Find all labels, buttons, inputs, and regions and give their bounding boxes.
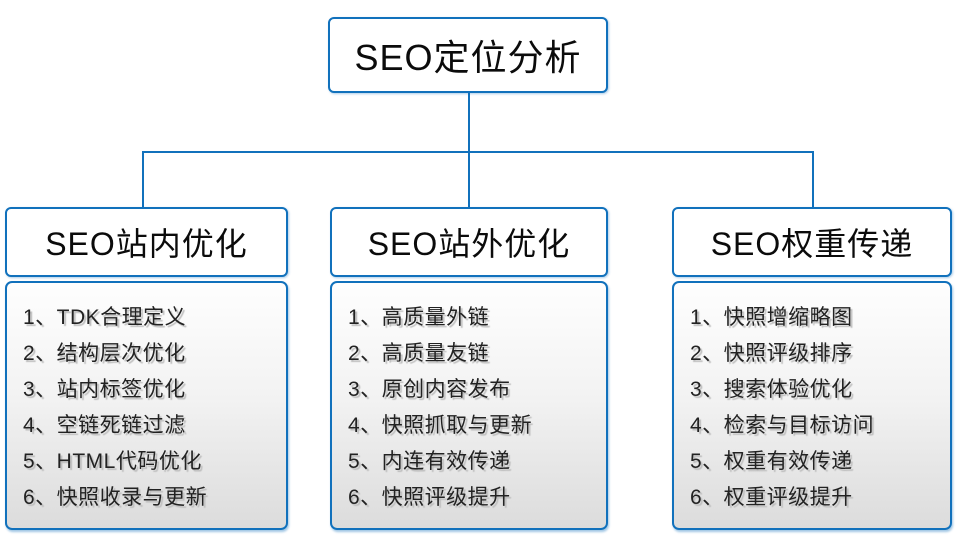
branch-item: 1、高质量外链: [348, 306, 490, 329]
branch-item: 5、内连有效传递: [348, 450, 511, 473]
branch-item: 1、快照增缩略图: [690, 306, 853, 329]
branch-item: 4、空链死链过滤: [23, 414, 186, 437]
branch-item: 3、搜索体验优化: [690, 378, 853, 401]
branch-header-label: SEO站外优化: [367, 226, 571, 262]
connector-drop-left: [142, 151, 144, 209]
branch-item: 2、快照评级排序: [690, 342, 853, 365]
branch-item-list: 1、TDK合理定义 2、结构层次优化 3、站内标签优化 4、空链死链过滤 5、H…: [5, 281, 288, 530]
connector-drop-middle: [468, 151, 470, 209]
branch-item: 3、站内标签优化: [23, 378, 186, 401]
branch-item: 5、HTML代码优化: [23, 450, 202, 473]
connector-horizontal: [142, 151, 814, 153]
branch-header-label: SEO权重传递: [710, 226, 914, 262]
root-node: SEO定位分析: [328, 17, 608, 93]
branch-item: 5、权重有效传递: [690, 450, 853, 473]
branch-header: SEO站外优化: [330, 207, 608, 277]
branch-item: 6、快照评级提升: [348, 486, 511, 509]
branch-item-list: 1、快照增缩略图 2、快照评级排序 3、搜索体验优化 4、检索与目标访问 5、权…: [672, 281, 952, 530]
branch-item: 3、原创内容发布: [348, 378, 511, 401]
branch-item: 2、结构层次优化: [23, 342, 186, 365]
branch-item-list: 1、高质量外链 2、高质量友链 3、原创内容发布 4、快照抓取与更新 5、内连有…: [330, 281, 608, 530]
connector-drop-right: [812, 151, 814, 209]
branch-item: 2、高质量友链: [348, 342, 490, 365]
branch-item: 4、检索与目标访问: [690, 414, 875, 437]
connector-root-stub: [468, 91, 470, 153]
branch-header: SEO站内优化: [5, 207, 288, 277]
branch-item: 6、快照收录与更新: [23, 486, 208, 509]
branch-header: SEO权重传递: [672, 207, 952, 277]
branch-item: 4、快照抓取与更新: [348, 414, 533, 437]
branch-item: 1、TDK合理定义: [23, 306, 187, 329]
branch-item: 6、权重评级提升: [690, 486, 853, 509]
root-node-label: SEO定位分析: [354, 37, 582, 78]
branch-header-label: SEO站内优化: [45, 226, 248, 262]
